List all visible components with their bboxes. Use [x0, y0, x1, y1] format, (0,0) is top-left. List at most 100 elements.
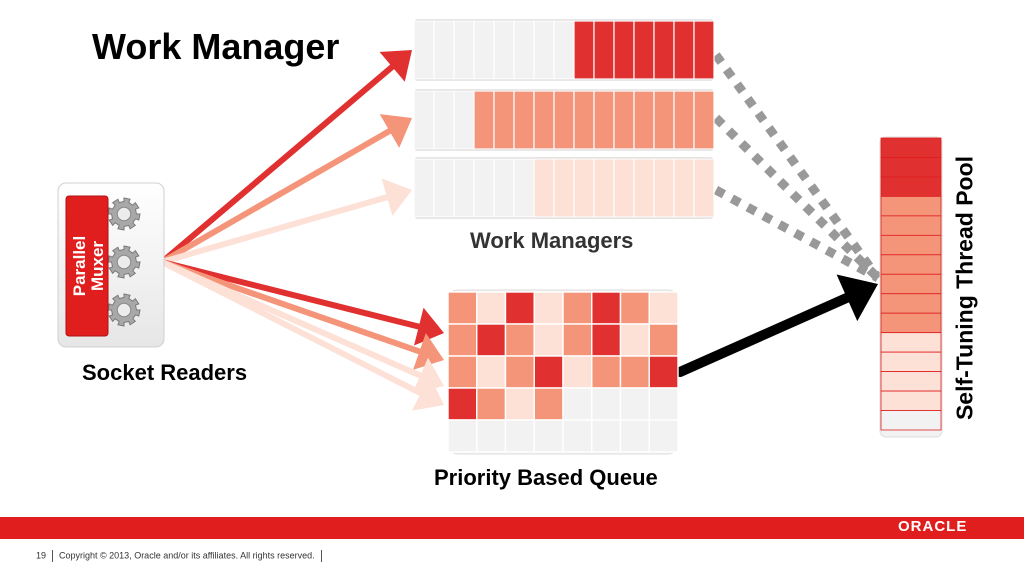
gear-hole [116, 206, 132, 222]
priority-queue-cell [648, 291, 679, 325]
socket-readers-box: Parallel Muxer [57, 182, 165, 348]
queue-slot [633, 90, 655, 150]
arrow-head [411, 375, 444, 411]
priority-queue-cell [533, 291, 564, 325]
thread-slot [880, 273, 942, 295]
queue-slot [593, 158, 615, 218]
socket-readers-label: Socket Readers [82, 360, 248, 385]
queue-slot [613, 158, 635, 218]
priority-queue-cell [533, 355, 564, 389]
queue-slot [453, 20, 475, 80]
priority-queue-cell [648, 355, 679, 389]
priority-queue-cell [504, 419, 535, 453]
dashed-connectors [712, 52, 882, 282]
queue-slot [433, 20, 455, 80]
queue-slot [533, 90, 555, 150]
queue-slot [493, 158, 515, 218]
queue-slot [413, 20, 435, 80]
queue-slot [433, 158, 455, 218]
queue-slot [673, 158, 695, 218]
queue-slot [413, 158, 435, 218]
dashed-connector [712, 114, 882, 282]
priority-queue-cell [447, 323, 478, 357]
work-manager-queue [413, 19, 715, 81]
queue-slot [453, 158, 475, 218]
priority-queue-cell [504, 355, 535, 389]
arrow-shaft [159, 259, 422, 330]
priority-queue-cell [591, 291, 622, 325]
priority-queue-cell [533, 323, 564, 357]
oracle-logo: ORACLE [898, 518, 968, 535]
work-manager-queues [413, 19, 715, 219]
priority-queue-cell [562, 355, 593, 389]
thread-slot [880, 312, 942, 334]
arrow-shaft [675, 292, 852, 377]
priority-queue-cell [619, 355, 650, 389]
priority-queue-cell [591, 355, 622, 389]
priority-queue-cell [562, 323, 593, 357]
arrow-head [379, 114, 412, 148]
thread-slot [880, 234, 942, 256]
priority-queue-cell [562, 419, 593, 453]
queue-slot [553, 90, 575, 150]
thread-slot [880, 332, 942, 353]
dashed-connector [713, 186, 881, 282]
queue-slot [413, 90, 435, 150]
queue-slot [573, 20, 595, 80]
priority-queue-cell [619, 323, 650, 357]
priority-queue-cell [619, 387, 650, 421]
arrow-to-thread-pool [675, 274, 878, 377]
gear-icon [107, 245, 141, 279]
queue-slot [553, 158, 575, 218]
thread-slot [880, 293, 942, 314]
queue-slot [533, 20, 555, 80]
queue-slot [493, 20, 515, 80]
priority-queue-cell [476, 419, 507, 453]
arrow-head [381, 178, 412, 216]
arrow-head [414, 307, 444, 346]
thread-pool-column [879, 136, 943, 438]
queue-slot [593, 90, 615, 150]
priority-queue-cell [562, 291, 593, 325]
queue-slot [573, 90, 595, 150]
arrow-head [379, 50, 412, 82]
thread-slot [880, 371, 942, 392]
priority-queue-cell [648, 419, 679, 453]
priority-queue-cell [476, 387, 507, 421]
arrow-to-work-manager [159, 114, 412, 265]
arrow-shaft [159, 259, 423, 355]
queue-slot [533, 158, 555, 218]
queue-slot [513, 20, 535, 80]
queue-slot [653, 90, 675, 150]
arrow-shaft [159, 127, 393, 265]
page-number: 19 [36, 550, 47, 561]
arrow-shaft [159, 194, 391, 265]
thread-slot [880, 157, 942, 178]
work-managers-label: Work Managers [470, 228, 634, 253]
slide-title: Work Manager [92, 26, 340, 67]
work-manager-queue [413, 89, 715, 151]
queue-slot [553, 20, 575, 80]
thread-slot [880, 176, 942, 197]
priority-queue-cell [533, 387, 564, 421]
queue-slot [613, 20, 635, 80]
priority-queue-cell [476, 291, 507, 325]
arrow-shaft [159, 63, 396, 265]
footer-bar [0, 517, 1024, 539]
priority-queue-cell [447, 355, 478, 389]
priority-queue-cell [648, 387, 679, 421]
gear-hole [116, 302, 132, 318]
priority-queue-cell [447, 291, 478, 325]
thread-slot [880, 410, 942, 431]
priority-queue-cell [476, 323, 507, 357]
queue-slot [473, 20, 495, 80]
priority-queue-cell [591, 387, 622, 421]
muxer-label-line1: Parallel [70, 236, 89, 297]
queue-slot [473, 90, 495, 150]
priority-queue-cell [591, 419, 622, 453]
arrows [159, 50, 878, 411]
thread-pool-label: Self-Tuning Thread Pool [951, 155, 978, 421]
queue-slot [593, 20, 615, 80]
priority-queue-cell [619, 419, 650, 453]
